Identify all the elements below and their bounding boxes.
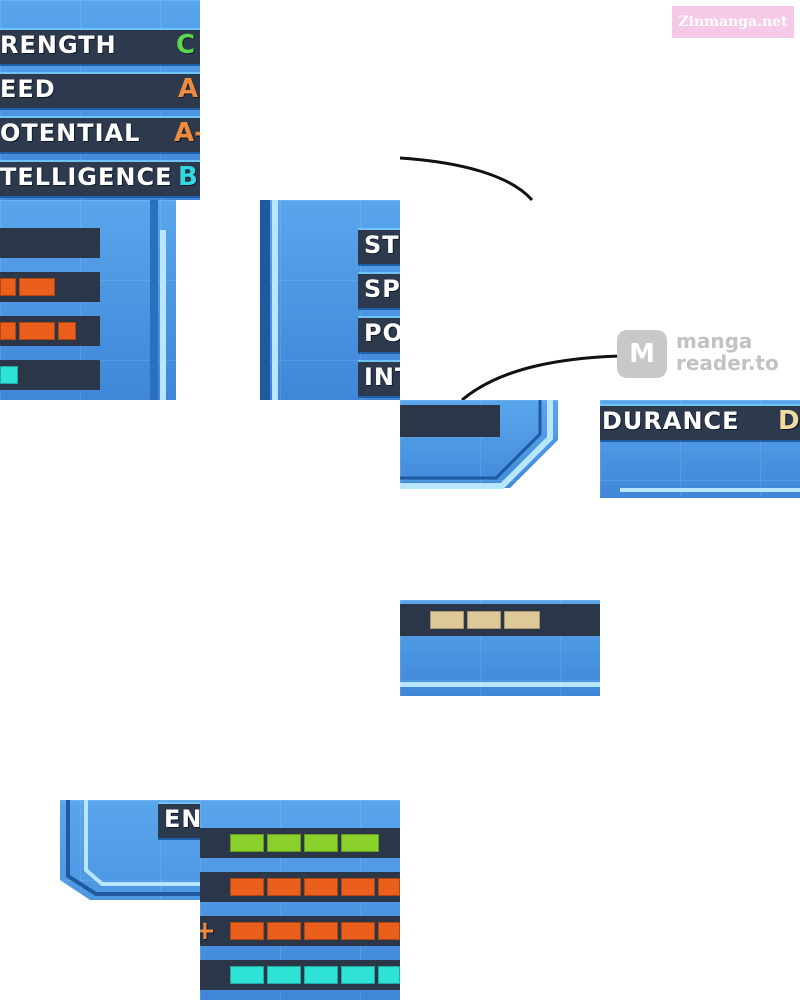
bottom-bars-panel: + <box>200 800 400 1000</box>
manga-reader-logo-text: manga reader.to <box>676 330 779 374</box>
stat-grade-speed: A <box>178 74 199 104</box>
curve-lines <box>400 156 620 402</box>
stat-grade-potential: A- <box>174 118 200 148</box>
bottom-corner-panel: EN <box>0 800 200 1000</box>
stat-row-partial <box>358 272 400 308</box>
panel-edge <box>260 200 270 400</box>
bar-segment <box>19 322 55 340</box>
bar-segment <box>230 966 264 984</box>
bar-segment <box>341 834 379 852</box>
stat-label-partial-3: INT <box>364 363 400 391</box>
endurance-bar-panel <box>400 600 600 696</box>
stat-row-partial-en <box>158 802 200 838</box>
bar-segment <box>341 966 375 984</box>
stat-label-endurance: DURANCE <box>602 407 740 435</box>
bar-track-strength <box>0 228 100 258</box>
panel-edge <box>620 488 800 492</box>
stat-label-strength: RENGTH <box>0 31 117 59</box>
stat-row-endurance <box>600 404 800 440</box>
bar-segment <box>230 922 264 940</box>
stat-grade-endurance: D <box>778 406 800 436</box>
stat-label-partial-1: SP <box>364 275 400 303</box>
stat-row-strength <box>0 28 200 64</box>
stat-row-partial <box>358 360 400 396</box>
bar-segment <box>430 611 464 629</box>
bar-segment <box>267 834 301 852</box>
stat-row-potential <box>0 116 200 152</box>
panel-corner <box>400 400 600 500</box>
logo-line-1: manga <box>676 329 753 353</box>
stat-label-partial-2: PO <box>364 319 400 347</box>
bar-segment <box>267 922 301 940</box>
stat-label-partial-en: EN <box>164 805 200 833</box>
stat-grade-plus: + <box>200 916 216 946</box>
stat-label-speed: EED <box>0 75 56 103</box>
stat-grade-strength: C <box>176 30 196 60</box>
bar-segment <box>267 966 301 984</box>
stat-row-speed <box>0 72 200 108</box>
bar-segment <box>378 878 400 896</box>
stat-row-intelligence <box>0 160 200 196</box>
stat-row-partial <box>358 316 400 352</box>
panel-edge <box>272 200 278 400</box>
panel-edge <box>160 230 166 400</box>
stat-grade-intelligence: B <box>178 162 198 192</box>
bar-segment <box>230 834 264 852</box>
panel-edge <box>150 200 158 400</box>
bar-segment <box>19 278 55 296</box>
bar-segment <box>304 878 338 896</box>
bar-segment <box>341 878 375 896</box>
stat-bars-panel <box>0 200 200 400</box>
manga-reader-logo-icon: M <box>617 330 667 378</box>
stats-list-panel: RENGTH C EED A OTENTIAL A- TELLIGENCE B <box>0 0 200 200</box>
stat-label-partial-0: ST <box>364 231 400 259</box>
bar-segment <box>504 611 540 629</box>
panel-edge <box>400 682 600 687</box>
bar-segment <box>0 366 18 384</box>
bar-segment <box>230 878 264 896</box>
bar-segment <box>0 278 16 296</box>
bar-segment <box>304 966 338 984</box>
panel-corner-border <box>400 400 600 500</box>
bar-segment <box>467 611 501 629</box>
bar-track <box>400 405 500 437</box>
stats-label-panel-partial: ST SP PO INT <box>200 200 400 400</box>
bar-segment <box>0 322 16 340</box>
bar-segment <box>341 922 375 940</box>
endurance-panel: DURANCE D <box>600 400 800 498</box>
bar-segment <box>58 322 76 340</box>
gap <box>176 200 200 400</box>
bar-segment <box>378 922 400 940</box>
stat-row-partial <box>358 228 400 264</box>
gap <box>200 200 260 400</box>
stat-label-intelligence: TELLIGENCE <box>0 163 173 191</box>
bar-segment <box>304 834 338 852</box>
stat-label-potential: OTENTIAL <box>0 119 141 147</box>
logo-line-2: reader.to <box>676 351 779 375</box>
site-watermark: Zinmanga.net <box>672 6 794 38</box>
bar-segment <box>378 966 400 984</box>
bottom-corner-border <box>0 800 200 1000</box>
bar-segment <box>267 878 301 896</box>
bar-segment <box>304 922 338 940</box>
